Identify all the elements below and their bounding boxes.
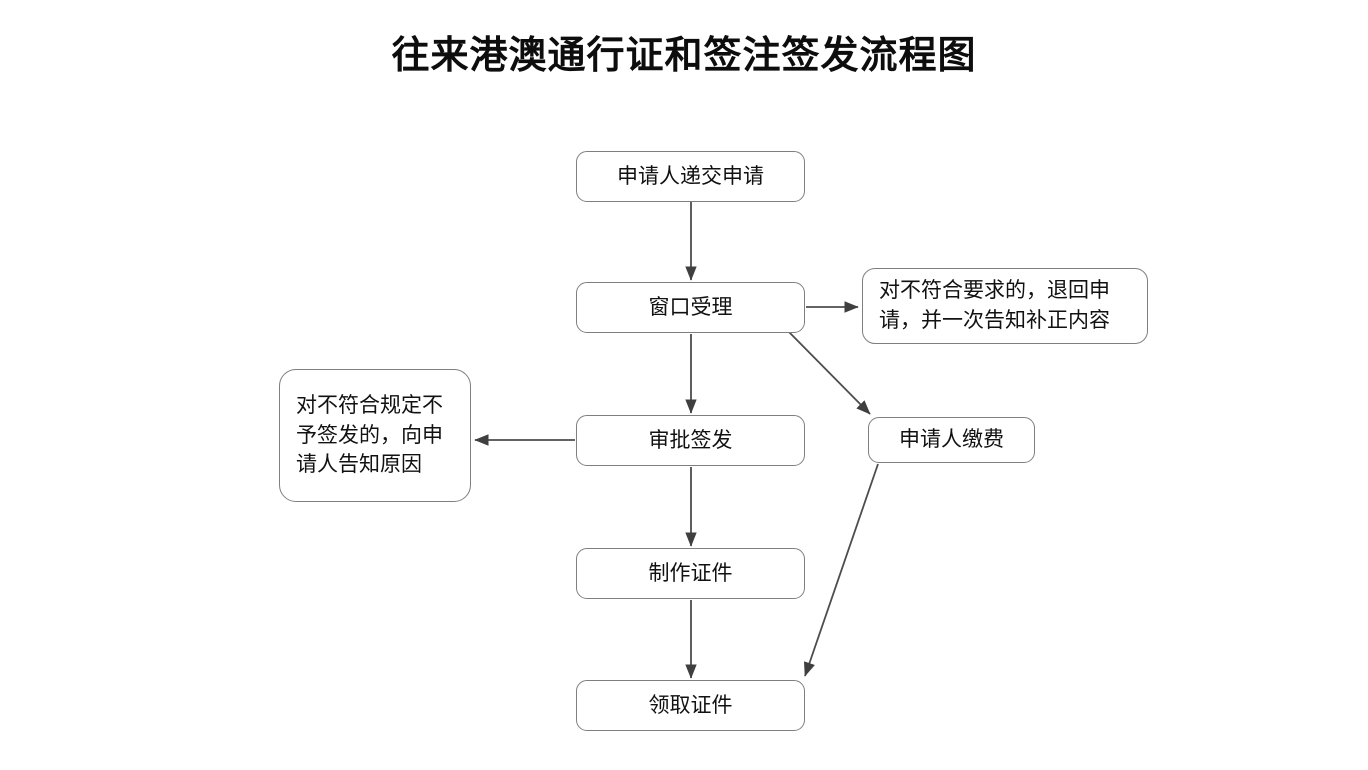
node-refuse-notice[interactable]: 对不符合规定不 予签发的，向申 请人告知原因 [279, 369, 471, 502]
node-make-cert[interactable]: 制作证件 [576, 548, 805, 599]
node-approve-issue[interactable]: 审批签发 [576, 415, 805, 466]
node-collect-cert-label: 领取证件 [648, 693, 733, 717]
node-apply[interactable]: 申请人递交申请 [576, 151, 805, 202]
node-approve-issue-label: 审批签发 [648, 428, 733, 452]
page-title: 往来港澳通行证和签注签发流程图 [391, 35, 977, 77]
node-window-accept[interactable]: 窗口受理 [576, 282, 805, 333]
node-applicant-pay-label: 申请人缴费 [899, 428, 1004, 452]
node-apply-label: 申请人递交申请 [617, 164, 764, 188]
edge-applicant-pay-to-collect-cert [804, 463, 879, 677]
node-applicant-pay[interactable]: 申请人缴费 [868, 417, 1035, 463]
node-collect-cert[interactable]: 领取证件 [576, 680, 805, 731]
node-make-cert-label: 制作证件 [648, 561, 733, 585]
edge-window-accept-to-applicant-pay [788, 331, 871, 415]
node-refuse-notice-label: 对不符合规定不 予签发的，向申 请人告知原因 [296, 393, 443, 477]
node-window-accept-label: 窗口受理 [648, 295, 733, 319]
node-return-application[interactable]: 对不符合要求的，退回申 请，并一次告知补正内容 [862, 268, 1148, 344]
node-return-application-label: 对不符合要求的，退回申 请，并一次告知补正内容 [879, 279, 1110, 332]
